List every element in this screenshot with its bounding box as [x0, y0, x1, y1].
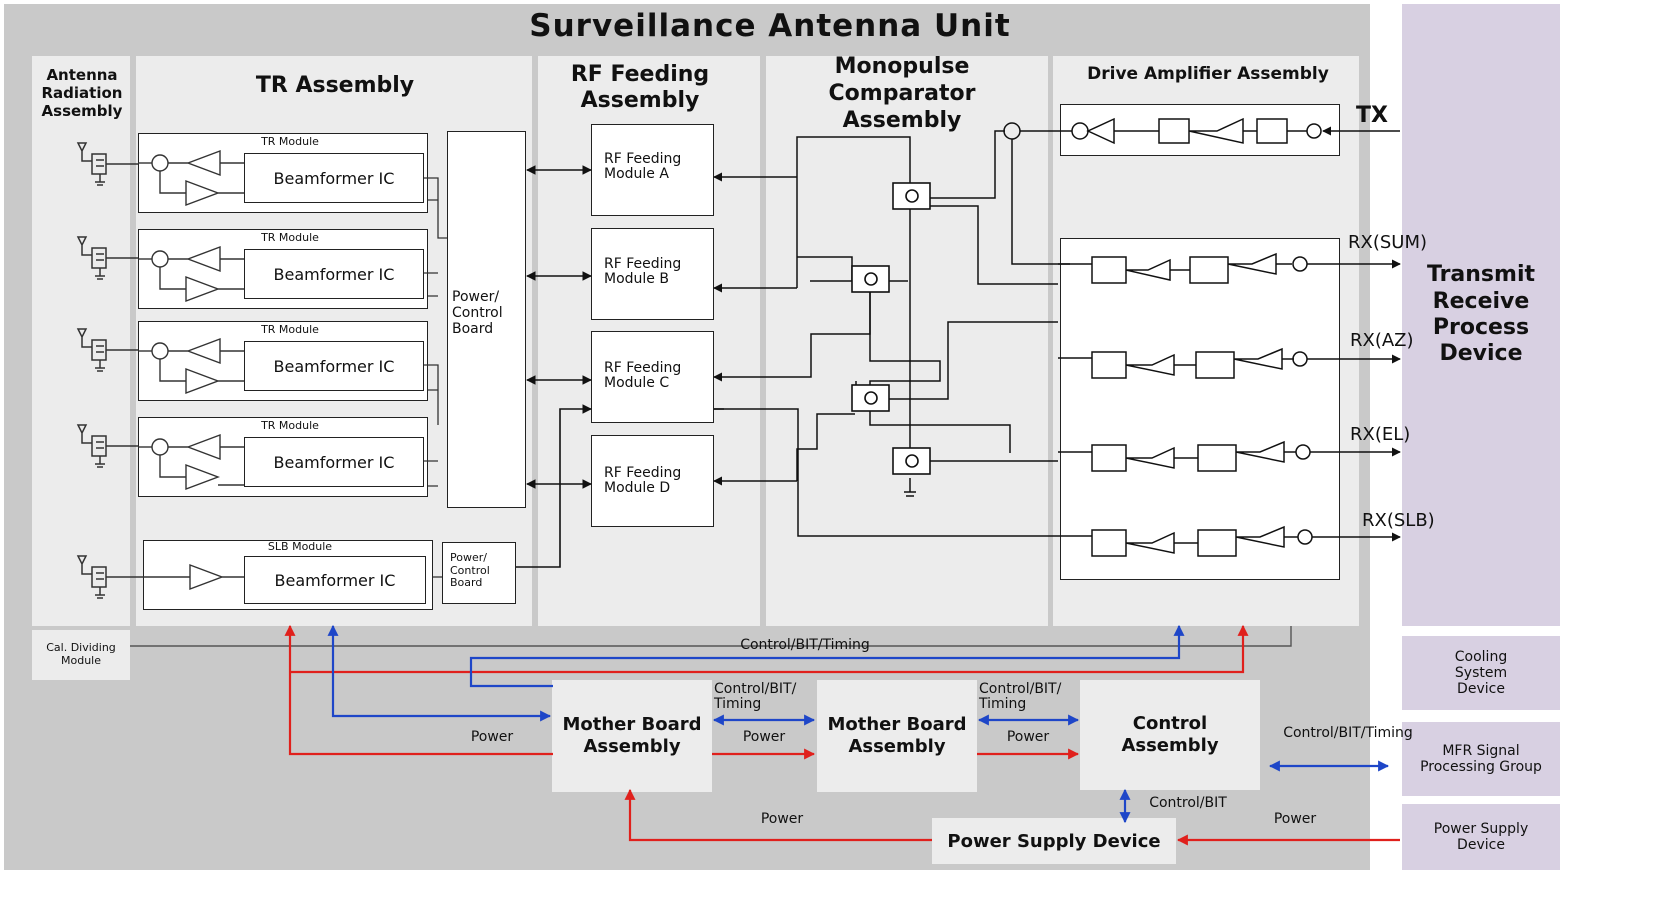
- tr-module-3-label: TR Module: [261, 323, 319, 336]
- antenna-radiation-panel: [32, 56, 130, 626]
- transmit-receive-process-device: Transmit Receive Process Device: [1402, 4, 1560, 626]
- antenna-element-slb: [76, 555, 143, 599]
- external-power-supply-device: Power Supply Device: [1402, 804, 1560, 870]
- tr-to-board-links: [424, 177, 447, 578]
- control-assembly-label: Control Assembly: [1121, 713, 1219, 756]
- rf-feeding-module-a: [591, 124, 714, 216]
- rx-el-label: RX(EL): [1350, 424, 1411, 445]
- trpd-label: Transmit Receive Process Device: [1426, 262, 1536, 367]
- rx-az-label: RX(AZ): [1350, 330, 1414, 351]
- rf-feeding-module-b: [591, 228, 714, 320]
- beamformer-ic-2: Beamformer IC: [244, 249, 424, 299]
- rx-chain-box: [1060, 238, 1340, 580]
- rf-feeding-module-b-label: RF Feeding Module B: [604, 256, 682, 288]
- diagram-title: Surveillance Antenna Unit: [529, 8, 1011, 44]
- monopulse-title: Monopulse Comparator Assembly: [828, 54, 976, 133]
- tr-module-1-label: TR Module: [261, 135, 319, 148]
- power-control-board-small: [442, 542, 516, 604]
- cooling-system-device: Cooling System Device: [1402, 636, 1560, 710]
- power-control-board-label: Power/ Control Board: [452, 289, 503, 338]
- rx-chains: [1058, 252, 1401, 557]
- beamformer-ic-1-label: Beamformer IC: [273, 168, 395, 188]
- external-psd-label: Power Supply Device: [1433, 820, 1529, 853]
- beamformer-ic-4: Beamformer IC: [244, 437, 424, 487]
- beamformer-ic-2-label: Beamformer IC: [273, 264, 395, 284]
- antenna-element-3: [76, 328, 138, 372]
- ctrl-bit-timing-top-label: Control/BIT/Timing: [740, 637, 870, 653]
- monopulse-panel: [766, 56, 1048, 626]
- rf-feeding-module-a-label: RF Feeding Module A: [604, 151, 682, 183]
- control-bit-label: Control/BIT: [1149, 795, 1227, 811]
- mfr-signal-processing-group: MFR Signal Processing Group: [1402, 722, 1560, 796]
- tr-module-4-label: TR Module: [261, 419, 319, 432]
- power-label-5: Power: [1273, 811, 1317, 827]
- control-assembly: Control Assembly: [1080, 680, 1260, 790]
- tr-assembly-title: TR Assembly: [255, 73, 415, 98]
- tx-chain-box: [1060, 104, 1340, 156]
- mother-board-assembly-1: Mother Board Assembly: [552, 680, 712, 792]
- beamformer-ic-1: Beamformer IC: [244, 153, 424, 203]
- antenna-element-2: [76, 236, 138, 280]
- tx-label: TX: [1356, 103, 1388, 128]
- power-label-3: Power: [1006, 729, 1050, 745]
- power-supply-label: Power Supply Device: [947, 830, 1161, 852]
- rf-feeding-title: RF Feeding Assembly: [570, 62, 710, 114]
- rx-sum-label: RX(SUM): [1348, 232, 1428, 253]
- mother-board-1-label: Mother Board Assembly: [562, 714, 702, 757]
- cal-dividing-label: Cal. Dividing Module: [46, 641, 116, 667]
- ctrl-bit-timing-1-label: Control/BIT/ Timing: [714, 681, 797, 712]
- tr-module-2-label: TR Module: [261, 231, 319, 244]
- control-lines: [327, 624, 1390, 824]
- beamformer-ic-3-label: Beamformer IC: [273, 356, 395, 376]
- tx-chain: [1003, 117, 1400, 265]
- power-control-board: [447, 131, 526, 508]
- rx-slb-label: RX(SLB): [1362, 510, 1435, 531]
- antenna-radiation-title: Antenna Radiation Assembly: [41, 66, 123, 120]
- power-label-1: Power: [470, 729, 514, 745]
- beamformer-ic-slb: Beamformer IC: [244, 556, 426, 604]
- beamformer-ic-4-label: Beamformer IC: [273, 452, 395, 472]
- mfr-label: MFR Signal Processing Group: [1420, 742, 1542, 775]
- antenna-element-4: [76, 424, 138, 468]
- mother-board-2-label: Mother Board Assembly: [827, 714, 967, 757]
- power-control-board-small-label: Power/ Control Board: [450, 551, 490, 590]
- beamformer-ic-3: Beamformer IC: [244, 341, 424, 391]
- power-label-2: Power: [742, 729, 786, 745]
- antenna-elements: [76, 142, 143, 599]
- power-label-4: Power: [760, 811, 804, 827]
- power-supply-device: Power Supply Device: [932, 818, 1176, 864]
- beamformer-ic-slb-label: Beamformer IC: [274, 570, 396, 590]
- ctrl-bit-timing-right-label: Control/BIT/Timing: [1283, 725, 1413, 741]
- hybrid-couplers: [851, 182, 931, 475]
- drive-amplifier-title: Drive Amplifier Assembly: [1087, 64, 1329, 84]
- rf-feeding-module-c: [591, 331, 714, 423]
- rf-feeding-module-c-label: RF Feeding Module C: [604, 360, 682, 392]
- rf-feeding-module-d-label: RF Feeding Module D: [604, 465, 682, 497]
- cooling-label: Cooling System Device: [1454, 648, 1508, 698]
- antenna-element-1: [76, 142, 138, 186]
- mother-board-assembly-2: Mother Board Assembly: [817, 680, 977, 792]
- slb-module-label: SLB Module: [267, 540, 333, 553]
- ctrl-bit-timing-2-label: Control/BIT/ Timing: [979, 681, 1062, 712]
- tr-module-internals: [138, 149, 244, 591]
- cal-dividing-module: Cal. Dividing Module: [32, 630, 130, 680]
